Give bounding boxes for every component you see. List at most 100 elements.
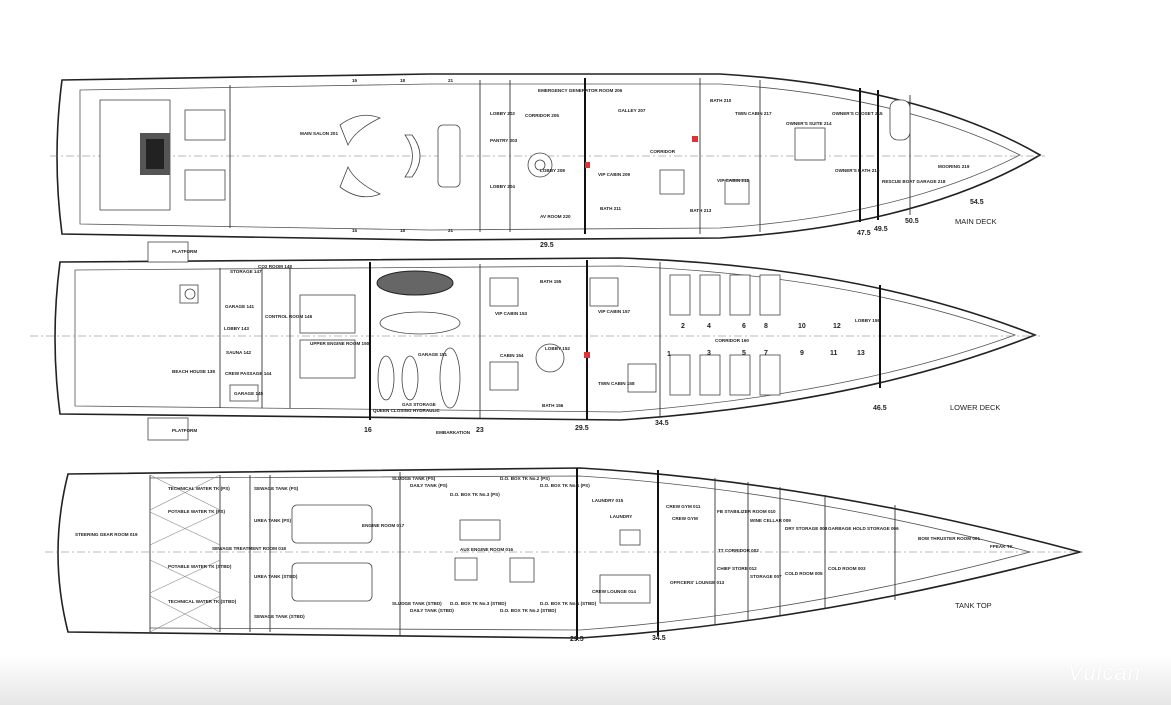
room-label: TT CORRIDOR 002 — [718, 548, 759, 553]
room-label: BATH 156 — [542, 403, 564, 408]
room-label: LOBBY 159 — [855, 318, 880, 323]
cabin-number: 7 — [764, 350, 768, 357]
cabin-number: 5 — [742, 350, 746, 357]
cabin-number: 1 — [667, 351, 671, 358]
crew-cabins — [669, 274, 781, 396]
footer-gradient — [0, 655, 1171, 705]
room-label: D.O. BOX TK No.2 (STBD) — [500, 608, 557, 613]
tank-top-plan: STEERING GEAR ROOM 019 TECHNICAL WATER T… — [45, 467, 1085, 643]
frame-number: 23 — [476, 427, 484, 434]
room-label: SEWAGE TANK (STBD) — [254, 614, 305, 619]
watermark-logo: Vulcan — [1068, 660, 1141, 685]
room-label: GARAGE 141 — [225, 304, 255, 309]
room-label: D.O. BOX TK No.3 (STBD) — [450, 601, 507, 606]
deck-title: LOWER DECK — [950, 403, 1000, 412]
room-label: OFFICERS' LOUNGE 013 — [670, 580, 725, 585]
frame-number: 29.5 — [540, 242, 554, 249]
room-label: BOW THRUSTER ROOM 001 — [918, 536, 980, 541]
room-label: TECHNICAL WATER TK (PS) — [168, 486, 230, 491]
dining-table — [437, 124, 461, 188]
room-label: OWNER'S BATH 216 — [835, 168, 880, 173]
cabin-number: 3 — [707, 350, 711, 357]
room-label: SEWAGE TANK (PS) — [254, 486, 299, 491]
room-label: D.O. BOX TK No.3 (PS) — [450, 492, 500, 497]
room-label: LOBBY 143 — [224, 326, 249, 331]
room-label: COLD ROOM 003 — [828, 566, 866, 571]
room-label: DAILY TANK (PS) — [410, 483, 448, 488]
frame-number: 21 — [448, 228, 454, 233]
frame-number: 21 — [448, 78, 454, 83]
room-label: CREW GYM — [672, 516, 698, 521]
room-label: D.O. BOX TK No.1 (STBD) — [540, 601, 597, 606]
room-label: EMBARKATION — [436, 430, 471, 435]
main-deck-plan: MAIN SALON 201 LOBBY 202 PANTRY 203 LOBB… — [50, 73, 1045, 249]
lower-deck-plan: 1 2 3 4 5 6 7 8 9 10 11 12 13 PLATFORM P… — [30, 241, 1040, 441]
room-label: ENGINE ROOM 017 — [362, 523, 405, 528]
room-label: CREW PASSAGE 144 — [225, 371, 272, 376]
cabin-number: 10 — [798, 323, 806, 330]
room-label: GARAGE 151 — [418, 352, 448, 357]
room-label: PANTRY 203 — [490, 138, 518, 143]
rescue-boat — [889, 99, 911, 141]
tender-boat — [376, 270, 454, 296]
frame-number: 29.5 — [575, 425, 589, 432]
frame-number: 54.5 — [970, 199, 984, 206]
room-label: VIP CABIN 153 — [495, 311, 528, 316]
room-label: BATH 155 — [540, 279, 562, 284]
room-label: PLATFORM — [172, 249, 197, 254]
room-label: SEWAGE TREATMENT ROOM 018 — [212, 546, 286, 551]
room-label: BATH 213 — [690, 208, 712, 213]
cabin-number: 11 — [830, 350, 838, 357]
cabin-number: 9 — [800, 350, 804, 357]
room-label: SLUDGE TANK (PS) — [392, 476, 436, 481]
room-label: GARAGE 145 — [234, 391, 264, 396]
frame-number: 50.5 — [905, 218, 919, 225]
cabin-number: 6 — [742, 323, 746, 330]
tank-top-hull — [57, 467, 1084, 639]
room-label: D.O. BOX TK No.1 (PS) — [540, 483, 590, 488]
room-label: GAS STORAGE — [402, 402, 436, 407]
jet-ski — [377, 355, 395, 401]
room-label: BEACH HOUSE 138 — [172, 369, 215, 374]
frame-number: 34.5 — [655, 420, 669, 427]
room-label: AUX ENGINE ROOM 016 — [460, 547, 514, 552]
room-label: VIP CABIN 212 — [717, 178, 750, 183]
room-label: CABIN 154 — [500, 353, 524, 358]
room-label: MAIN SALON 201 — [300, 131, 338, 136]
deck-title: MAIN DECK — [955, 217, 997, 226]
room-label: LOBBY 152 — [545, 346, 570, 351]
main-engine — [291, 562, 373, 602]
room-label: CONTROL ROOM 146 — [265, 314, 313, 319]
room-label: UREA TANK (STBD) — [254, 574, 298, 579]
frame-number: 49.5 — [874, 226, 888, 233]
room-label: FPEAK TK — [990, 544, 1014, 549]
room-label: D.O. BOX TK No.2 (PS) — [500, 476, 550, 481]
room-label: DAILY TANK (STBD) — [410, 608, 454, 613]
cabin-number: 13 — [857, 350, 865, 357]
cabin-number: 12 — [833, 323, 841, 330]
room-label: RESCUE BOAT GARAGE 218 — [882, 179, 946, 184]
frame-number: 15 — [352, 228, 358, 233]
room-label: OWNER'S CLOSET 215 — [832, 111, 883, 116]
room-label: LAUNDRY 015 — [592, 498, 624, 503]
room-label: BATH 211 — [600, 206, 622, 211]
room-label: CORRIDOR 160 — [715, 338, 749, 343]
room-label: LOBBY 208 — [540, 168, 565, 173]
frame-number: 47.5 — [857, 230, 871, 237]
room-label: MOORING 219 — [938, 164, 970, 169]
room-label: TWIN CABIN 158 — [598, 381, 635, 386]
room-label: CREW LOUNGE 014 — [592, 589, 636, 594]
room-label: POTABLE WATER TK (PS) — [168, 509, 225, 514]
room-label: UPPER ENGINE ROOM 150 — [310, 341, 370, 346]
frame-number: 16 — [364, 427, 372, 434]
jet-ski — [439, 347, 461, 409]
room-label: STORAGE 007 — [750, 574, 782, 579]
room-label: TWIN CABIN 217 — [735, 111, 772, 116]
room-label: LOBBY 204 — [490, 184, 515, 189]
frame-number: 29.5 — [570, 636, 584, 643]
room-label: TECHNICAL WATER TK (STBD) — [168, 599, 237, 604]
room-label: DRY STORAGE 008 — [785, 526, 828, 531]
room-label: EMERGENCY GENERATOR ROOM 206 — [538, 88, 623, 93]
jet-ski — [401, 355, 419, 401]
deck-title: TANK TOP — [955, 601, 992, 610]
